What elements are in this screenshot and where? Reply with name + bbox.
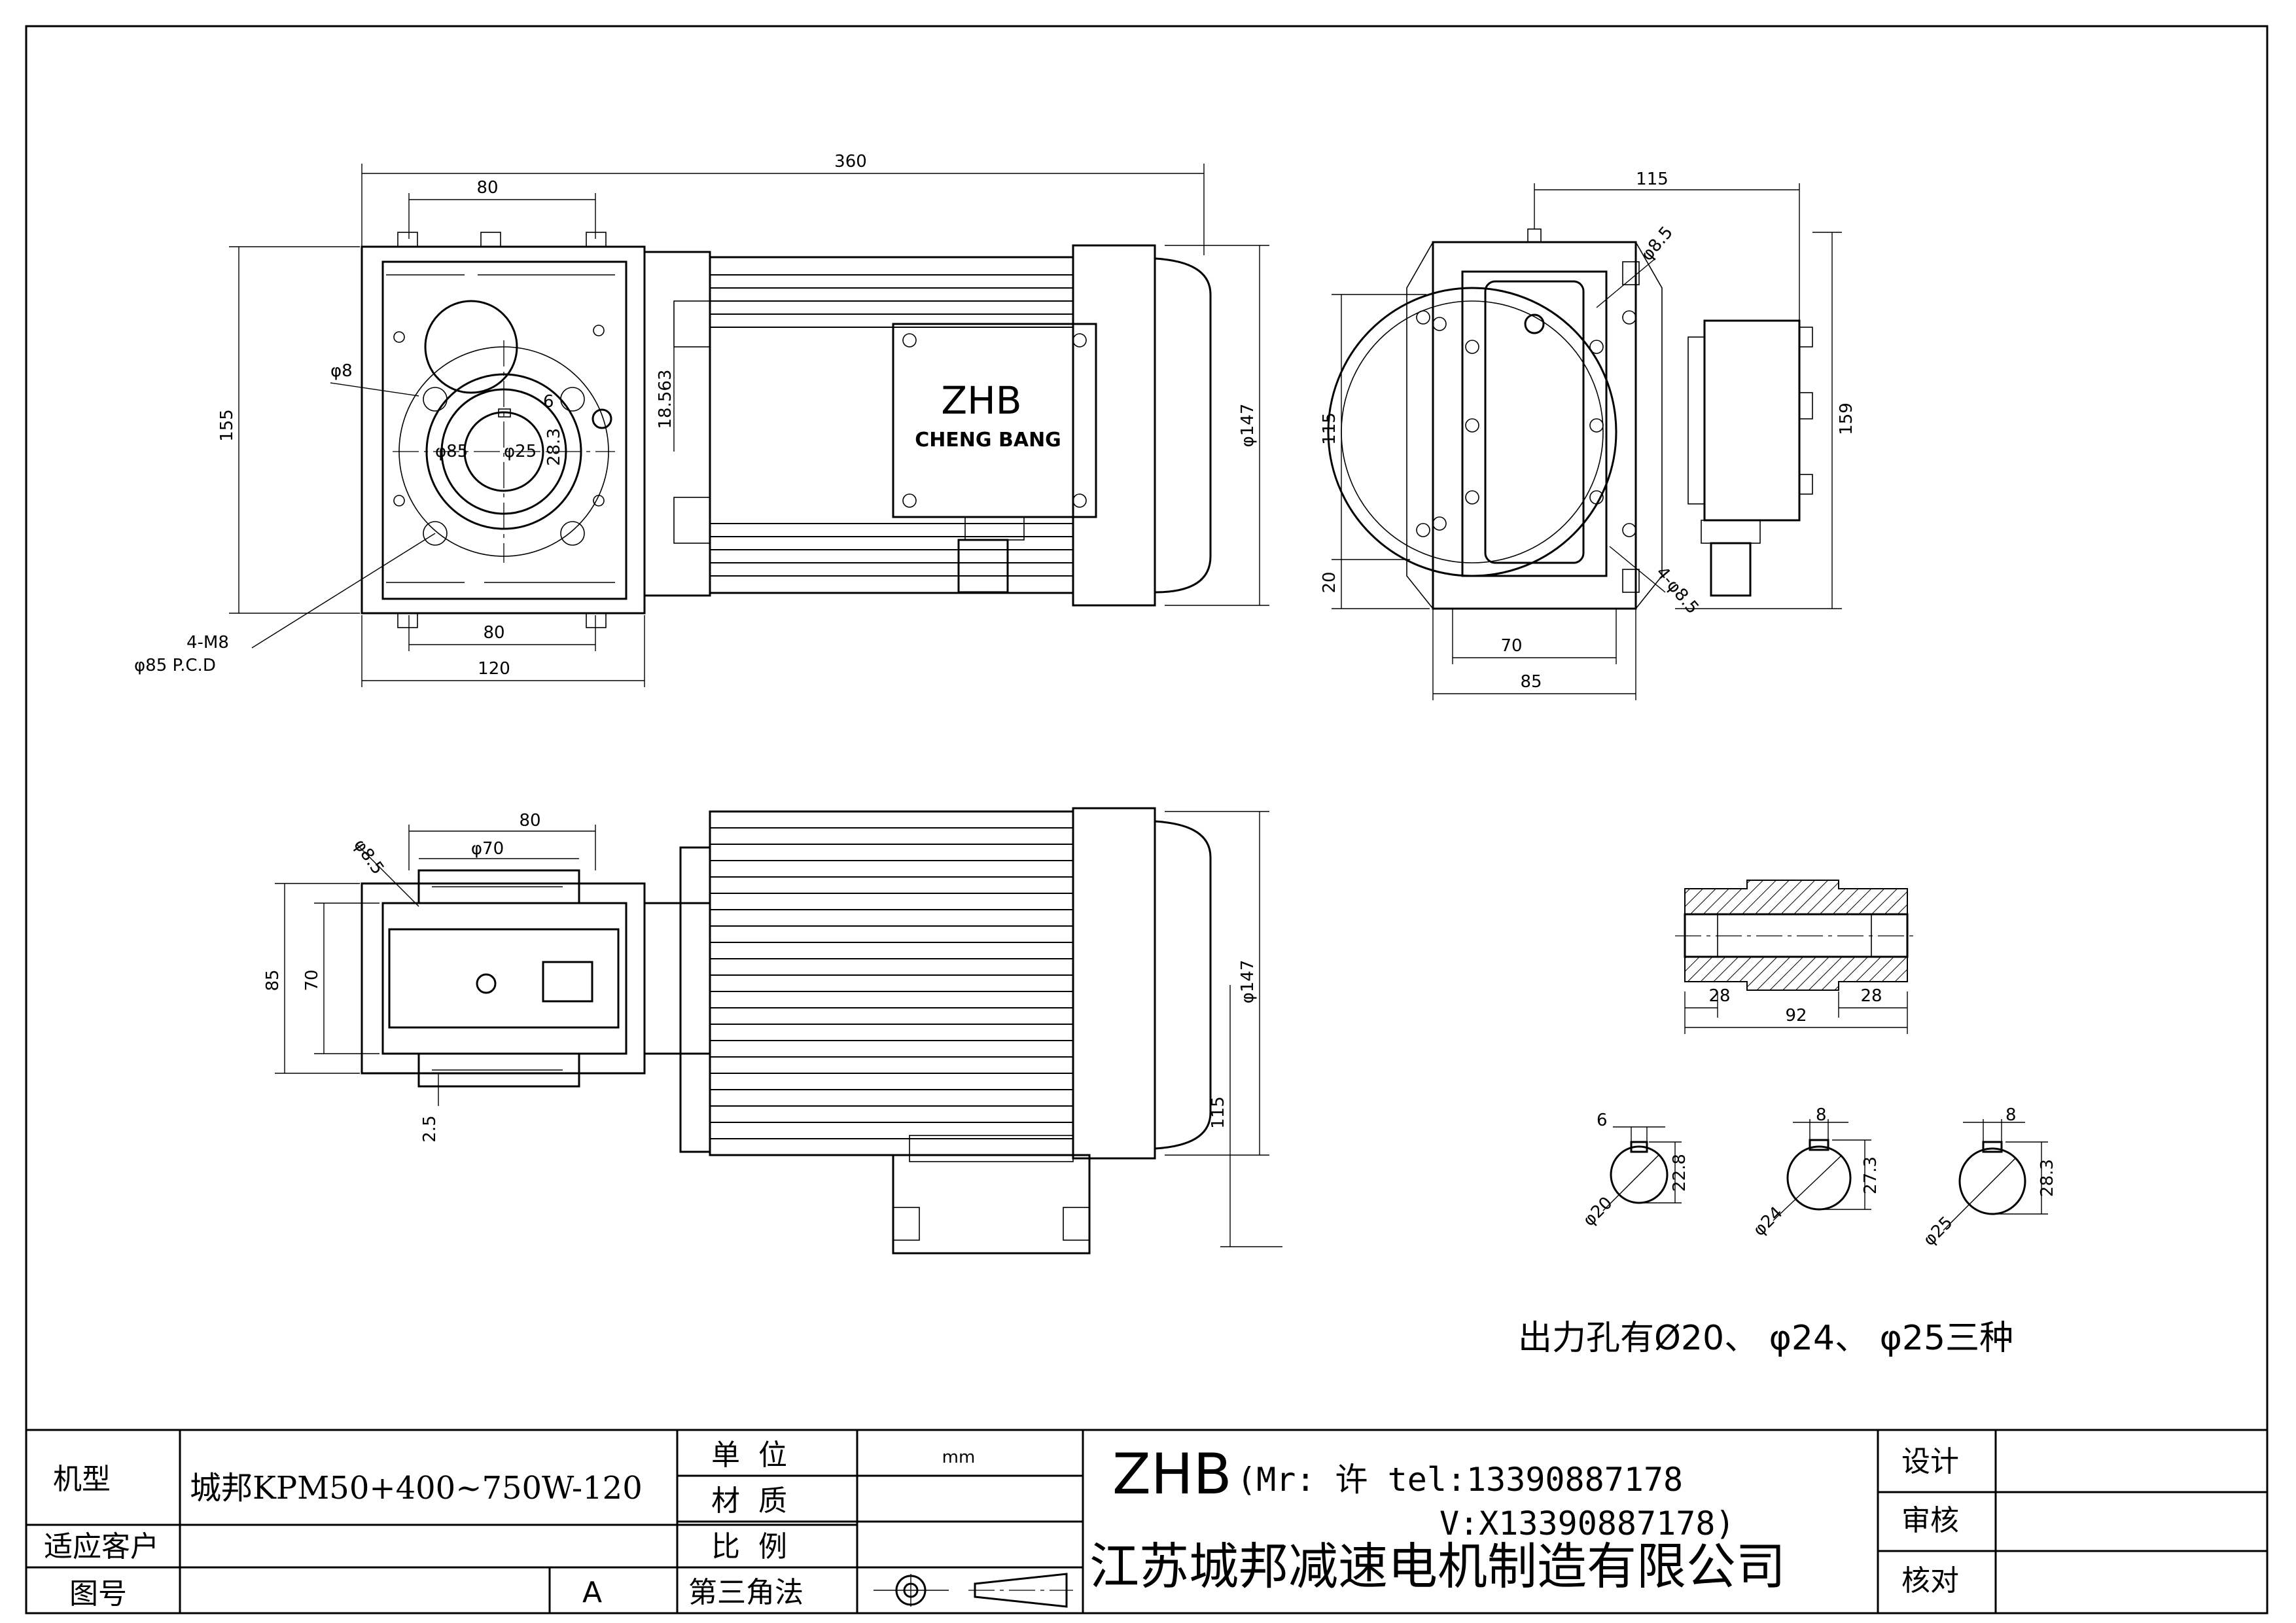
company-name: 江苏城邦减速电机制造有限公司 — [1089, 1537, 1786, 1596]
bottom-view: 80 φ70 φ8.5 85 70 2.5 φ147 115 — [263, 807, 1282, 1255]
contact-line-1: (Mr: 许 tel:13390887178 — [1237, 1461, 1683, 1499]
front-view: ZHB CHENG BANG 360 80 80 120 155 φ8 φ85 … — [134, 152, 1269, 687]
projection-label: 第三角法 — [688, 1576, 804, 1609]
dim-18-563: 18.563 — [656, 370, 675, 429]
contact-line-2: V:X13390887178) — [1439, 1505, 1735, 1543]
dim-6: 6 — [543, 392, 554, 412]
bore2-key: 8 — [1816, 1105, 1827, 1125]
dim-phi25: φ25 — [504, 442, 537, 461]
customer-label: 适应客户 — [44, 1530, 159, 1563]
motor-fins-bottom — [710, 827, 1073, 1139]
bore2-depth: 27.3 — [1861, 1156, 1881, 1194]
dim-phi85: φ85 — [435, 442, 468, 461]
bore2-dia: φ24 — [1750, 1203, 1787, 1240]
dim-phi8-5-bottom: φ8.5 — [349, 836, 387, 878]
motor-fins — [710, 274, 1073, 577]
nameplate-brand: ZHB — [941, 378, 1021, 423]
dim-360: 360 — [834, 152, 867, 171]
revision-value: A — [582, 1576, 602, 1609]
dim-28-right: 28 — [1860, 986, 1882, 1006]
scale-label: 比 例 — [711, 1530, 787, 1563]
dim-115-bottom: 115 — [1209, 1096, 1228, 1129]
dim-70-bottom: 70 — [302, 969, 322, 991]
bore3-depth: 28.3 — [2038, 1159, 2057, 1197]
dim-phi147-bottom: φ147 — [1238, 960, 1258, 1004]
bore1-dia: φ20 — [1580, 1193, 1617, 1230]
dim-80-bottom: 80 — [483, 623, 504, 643]
title-block: 机型 城邦KPM50+400~750W-120 适应客户 图号 A 单 位 mm… — [25, 1429, 2269, 1614]
third-angle-projection-symbol — [874, 1573, 1073, 1608]
dim-phi8: φ8 — [330, 361, 353, 381]
dim-4-m8: 4-M8 — [186, 633, 229, 652]
bore3-dia: φ25 — [1920, 1213, 1957, 1250]
unit-label: 单 位 — [711, 1438, 787, 1472]
dim-phi70: φ70 — [471, 839, 504, 859]
dim-28-3: 28.3 — [544, 428, 564, 466]
dim-pcd: φ85 P.C.D — [134, 656, 216, 675]
dim-155: 155 — [217, 409, 237, 442]
dim-159: 159 — [1837, 402, 1856, 435]
brand-logo: ZHB — [1112, 1442, 1232, 1507]
dim-85-side: 85 — [1520, 672, 1542, 692]
output-bore-note: 出力孔有Ø20、 φ24、 φ25三种 — [1518, 1319, 2013, 1358]
design-label: 设计 — [1901, 1445, 1959, 1478]
dim-120: 120 — [478, 659, 510, 679]
dim-115-left: 115 — [1320, 412, 1339, 445]
drawing-number-label: 图号 — [69, 1577, 127, 1611]
dim-92: 92 — [1785, 1006, 1807, 1026]
shaft-section: 28 92 28 — [1675, 880, 1917, 1034]
dim-80-bottom-view: 80 — [519, 811, 540, 830]
dim-80-top: 80 — [476, 178, 498, 198]
dim-20: 20 — [1320, 571, 1339, 593]
dim-85-bottom: 85 — [263, 969, 283, 991]
bore-detail-1: 6 22.8 φ20 — [1580, 1111, 1689, 1230]
model-label: 机型 — [53, 1463, 111, 1496]
nameplate-name: CHENG BANG — [915, 429, 1061, 452]
bore-detail-2: 8 27.3 φ24 — [1750, 1105, 1881, 1240]
model-value: 城邦KPM50+400~750W-120 — [190, 1470, 643, 1507]
dim-28-left: 28 — [1708, 986, 1730, 1006]
dim-4-phi8-5: 4-φ8.5 — [1652, 563, 1703, 618]
material-label: 材 质 — [711, 1484, 787, 1518]
bore1-key: 6 — [1597, 1111, 1608, 1130]
review-label: 审核 — [1901, 1504, 1959, 1537]
unit-value: mm — [942, 1448, 976, 1467]
dim-70-side: 70 — [1500, 636, 1522, 656]
bore1-depth: 22.8 — [1670, 1154, 1689, 1192]
side-view: 115 159 115 20 70 85 φ8.5 4-φ8.5 — [1320, 169, 1856, 700]
dim-phi147-front: φ147 — [1238, 404, 1258, 448]
dim-115-top: 115 — [1636, 169, 1669, 189]
dim-2-5: 2.5 — [420, 1115, 440, 1142]
dim-phi8-5-top: φ8.5 — [1637, 223, 1677, 264]
check-label: 核对 — [1901, 1564, 1959, 1597]
bore3-key: 8 — [2005, 1105, 2017, 1125]
bore-detail-3: 8 28.3 φ25 — [1920, 1105, 2057, 1250]
